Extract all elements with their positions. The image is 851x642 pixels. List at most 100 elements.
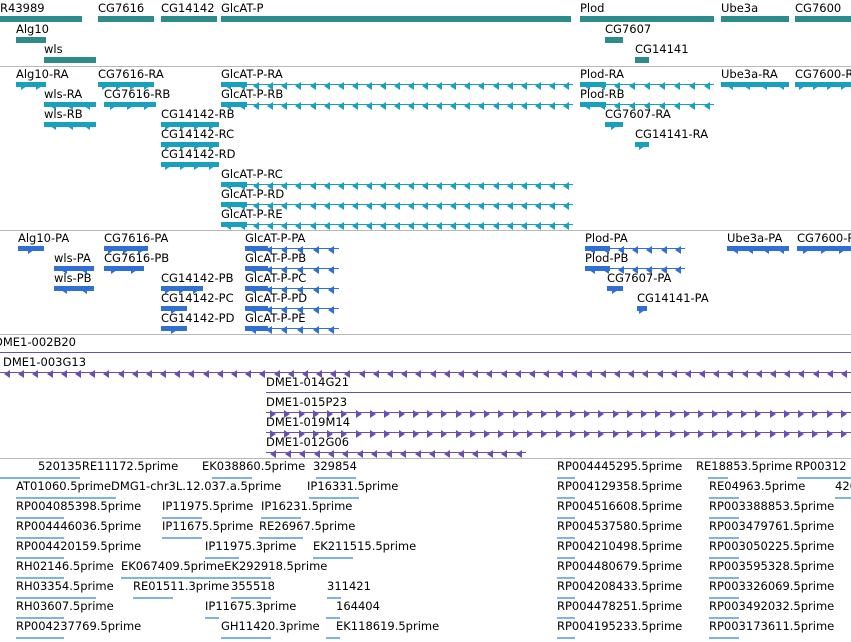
est-feature[interactable] xyxy=(709,517,739,519)
gene-feature[interactable] xyxy=(0,16,82,22)
bac-clone-feature[interactable] xyxy=(0,352,851,353)
est-feature[interactable] xyxy=(709,617,739,619)
strand-arrow xyxy=(484,410,491,418)
bac-clone-feature[interactable] xyxy=(0,372,851,373)
est-feature[interactable] xyxy=(16,637,64,639)
gene-feature[interactable] xyxy=(44,57,96,63)
est-feature[interactable] xyxy=(709,537,739,539)
est-feature[interactable] xyxy=(205,557,239,559)
est-feature[interactable] xyxy=(835,497,851,499)
est-feature[interactable] xyxy=(557,497,575,499)
est-feature[interactable] xyxy=(309,497,359,499)
translation-feature[interactable] xyxy=(245,328,339,329)
est-label: RP004208433.5prime xyxy=(557,579,683,593)
strand-arrow xyxy=(526,430,533,438)
strand-arrow xyxy=(123,246,129,254)
transcript-feature[interactable] xyxy=(161,162,219,167)
est-feature[interactable] xyxy=(709,497,739,499)
est-feature[interactable] xyxy=(326,637,340,639)
gene-feature[interactable] xyxy=(795,16,851,22)
est-feature[interactable] xyxy=(327,597,341,599)
translation-feature[interactable] xyxy=(245,248,339,249)
est-feature[interactable] xyxy=(231,597,271,599)
est-feature[interactable] xyxy=(709,597,739,599)
gene-feature[interactable] xyxy=(580,16,714,22)
est-feature[interactable] xyxy=(261,517,301,519)
est-feature[interactable] xyxy=(557,517,575,519)
est-feature[interactable] xyxy=(205,617,219,619)
bac-clone-feature[interactable] xyxy=(266,392,851,393)
est-feature[interactable] xyxy=(16,557,64,559)
est-feature[interactable] xyxy=(221,637,271,639)
est-label: RP004516608.5prime xyxy=(557,499,683,513)
translation-feature[interactable] xyxy=(54,286,94,291)
translation-label: GlcAT-P-PC xyxy=(245,271,307,285)
strand-arrow xyxy=(422,102,429,110)
est-feature[interactable] xyxy=(316,477,356,479)
strand-arrow xyxy=(464,82,471,90)
gene-feature[interactable] xyxy=(161,16,217,22)
transcript-feature[interactable] xyxy=(16,82,46,87)
est-feature[interactable] xyxy=(557,557,575,559)
strand-arrow xyxy=(534,222,541,230)
est-feature[interactable] xyxy=(16,537,64,539)
translation-feature[interactable] xyxy=(54,266,94,271)
strand-arrow xyxy=(131,266,137,274)
est-feature[interactable] xyxy=(162,517,202,519)
est-feature[interactable] xyxy=(16,577,64,579)
est-feature[interactable] xyxy=(557,617,575,619)
transcript-feature[interactable] xyxy=(161,142,219,147)
est-feature[interactable] xyxy=(557,577,575,579)
transcript-label: GlcAT-P-RC xyxy=(221,167,283,181)
translation-feature[interactable] xyxy=(245,308,339,309)
est-feature[interactable] xyxy=(557,637,575,639)
est-feature[interactable] xyxy=(557,537,575,539)
strand-arrow xyxy=(655,430,662,438)
est-feature[interactable] xyxy=(709,637,739,639)
transcript-feature[interactable] xyxy=(721,82,789,87)
est-feature[interactable] xyxy=(162,537,202,539)
translation-feature[interactable] xyxy=(104,266,144,271)
strand-arrow xyxy=(548,202,555,210)
strand-arrow xyxy=(589,266,596,274)
gene-feature[interactable] xyxy=(605,37,623,43)
strand-arrow xyxy=(225,222,232,230)
est-feature[interactable] xyxy=(16,617,64,619)
strand-arrow xyxy=(712,410,719,418)
est-feature[interactable] xyxy=(259,537,303,539)
est-feature[interactable] xyxy=(557,477,575,479)
transcript-feature[interactable] xyxy=(161,122,219,127)
est-feature[interactable] xyxy=(133,597,173,599)
est-feature[interactable] xyxy=(709,577,739,579)
gene-feature[interactable] xyxy=(721,16,789,22)
bac-clone-feature[interactable] xyxy=(266,452,526,453)
est-feature[interactable] xyxy=(121,577,271,579)
est-feature[interactable] xyxy=(313,557,353,559)
strand-arrow xyxy=(713,370,720,378)
gene-feature[interactable] xyxy=(16,37,46,43)
transcript-feature[interactable] xyxy=(98,82,154,87)
translation-feature[interactable] xyxy=(245,288,339,289)
est-label: 426146 xyxy=(835,479,851,493)
transcript-feature[interactable] xyxy=(795,82,851,87)
est-feature[interactable] xyxy=(0,477,80,479)
strand-arrow xyxy=(584,430,591,438)
est-feature[interactable] xyxy=(212,477,252,479)
est-feature[interactable] xyxy=(708,477,728,479)
est-feature[interactable] xyxy=(326,617,340,619)
est-feature[interactable] xyxy=(709,557,739,559)
translation-feature[interactable] xyxy=(727,246,789,251)
strand-arrow xyxy=(673,82,680,90)
strand-arrow xyxy=(599,82,606,90)
est-feature[interactable] xyxy=(16,597,96,599)
translation-feature[interactable] xyxy=(245,268,339,269)
est-feature[interactable] xyxy=(16,497,116,499)
gene-feature[interactable] xyxy=(221,16,571,22)
strand-arrow xyxy=(712,430,719,438)
strand-arrow xyxy=(812,430,819,438)
gene-feature[interactable] xyxy=(98,16,154,22)
est-feature[interactable] xyxy=(797,477,851,479)
est-feature[interactable] xyxy=(16,517,64,519)
est-feature[interactable] xyxy=(557,597,575,599)
gene-feature[interactable] xyxy=(635,57,649,63)
